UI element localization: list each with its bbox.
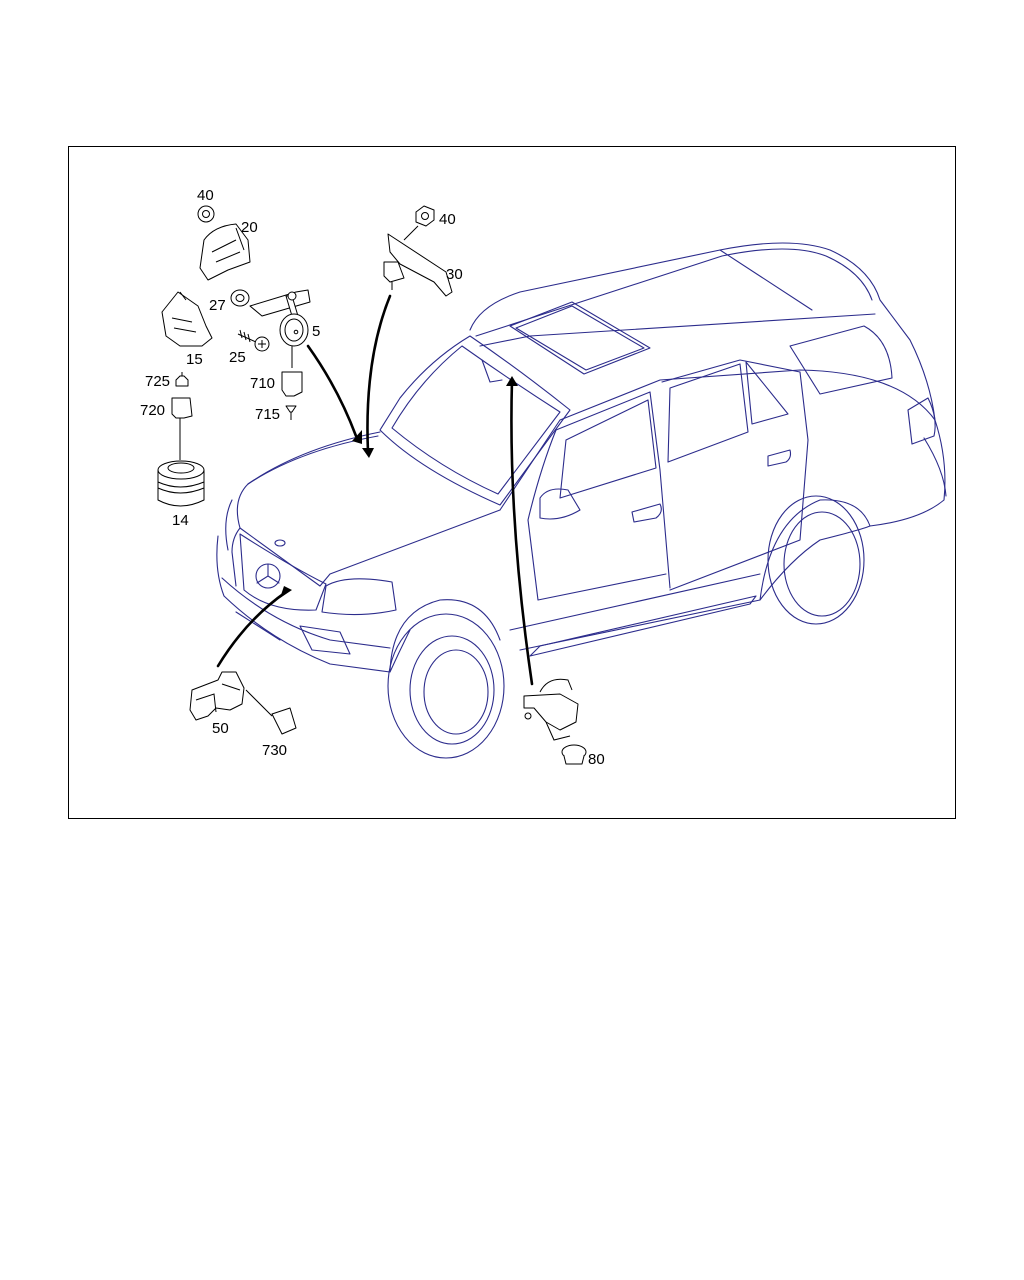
part-40-nut-right: [403, 205, 435, 241]
callout-25: 25: [229, 349, 246, 366]
part-30-bracket: [383, 233, 453, 297]
vehicle-front-door: [555, 391, 671, 589]
part-730-pad: [271, 707, 297, 735]
callout-80: 80: [588, 751, 605, 768]
part-20-cover: [199, 223, 251, 281]
vehicle-tail-lamp: [907, 397, 936, 445]
vehicle-running-board: [529, 595, 757, 657]
part-25-screw: [237, 329, 270, 352]
vehicle-side-mirror: [539, 488, 581, 520]
callout-14: 14: [172, 512, 189, 529]
vehicle-front-wheel: [387, 613, 505, 759]
callout-30: 30: [446, 266, 463, 283]
part-50-sensor-bracket: [189, 671, 245, 721]
vehicle-front-bumper: [216, 535, 411, 673]
part-14-alarm-siren: [157, 460, 205, 507]
part-725-pin: [175, 372, 189, 387]
arrow-lowfront-to-grille: [216, 590, 288, 668]
vehicle-door-handle-front: [631, 503, 662, 523]
vehicle-headlight-right: [321, 578, 397, 616]
part-27-grommet: [230, 289, 250, 307]
vehicle-side-body: [499, 369, 946, 527]
vehicle-rear-window: [667, 363, 749, 463]
callout-730: 730: [262, 742, 287, 759]
callout-40-right: 40: [439, 211, 456, 228]
vehicle-front-window: [559, 399, 657, 499]
arrow-horn-to-hood: [306, 344, 358, 438]
callout-5: 5: [312, 323, 320, 340]
callout-710: 710: [250, 375, 275, 392]
vehicle-grille: [239, 533, 327, 611]
callout-720: 720: [140, 402, 165, 419]
vehicle-rear-door: [661, 359, 809, 591]
vehicle-hood: [236, 431, 501, 587]
vehicle-roof: [469, 242, 936, 421]
part-720-connector: [171, 397, 193, 419]
arrows: [216, 294, 534, 686]
part-40-nut-left: [197, 205, 215, 223]
callout-15: 15: [186, 351, 203, 368]
vehicle-quarter-window: [789, 325, 893, 395]
callout-715: 715: [255, 406, 280, 423]
vehicle-outline: [216, 242, 947, 759]
callout-27: 27: [209, 297, 226, 314]
part-715-pin: [285, 405, 297, 420]
rain-sensor-module: [523, 678, 579, 741]
callout-725: 725: [145, 373, 170, 390]
part-710-connector: [281, 371, 303, 397]
callout-50: 50: [212, 720, 229, 737]
callout-40-left: 40: [197, 187, 214, 204]
callout-20: 20: [241, 219, 258, 236]
arrow-sensor-to-windshield: [510, 378, 534, 686]
vehicle-sunroof: [509, 301, 651, 375]
vehicle-windshield: [379, 335, 571, 506]
diagram-frame: [68, 146, 956, 819]
part-80-clip: [561, 744, 587, 765]
vehicle-rear-wheel: [767, 495, 865, 625]
part-5-horn: [249, 289, 311, 368]
arrow-bracket-to-windshield: [366, 294, 392, 454]
part-15-bracket: [161, 291, 213, 347]
vehicle-door-handle-rear: [767, 449, 792, 467]
